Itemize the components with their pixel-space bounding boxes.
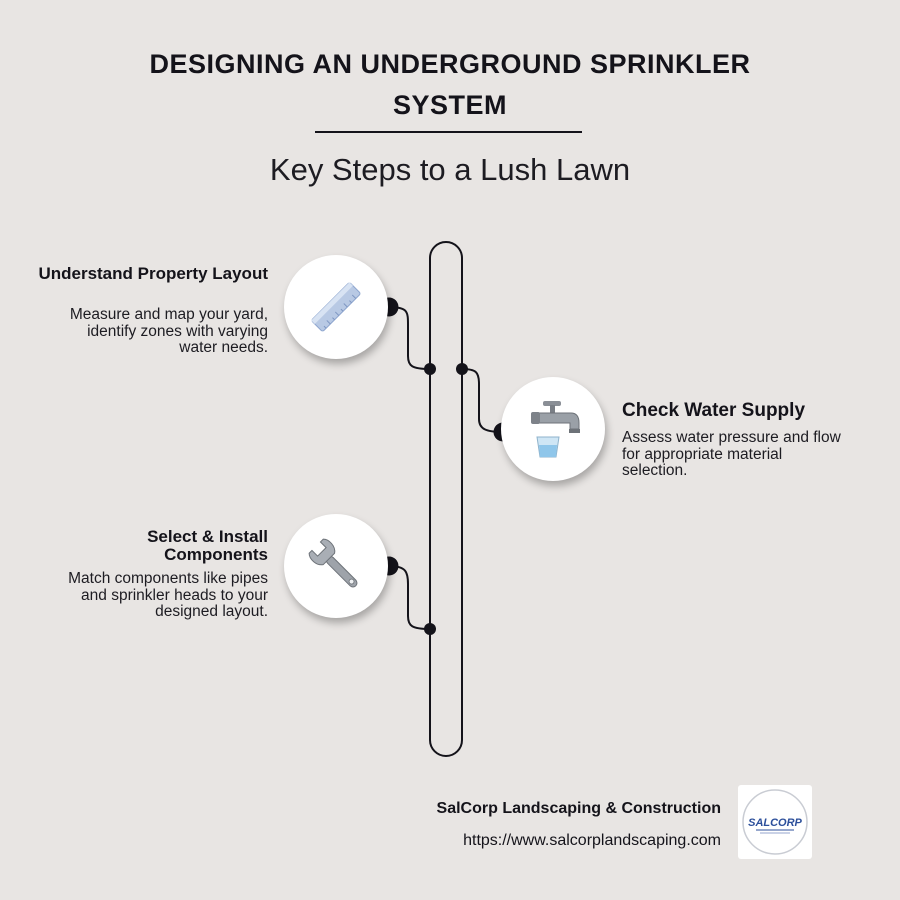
salcorp-logo-icon: SALCORP [742,789,808,855]
joint-dot-step-2 [456,363,468,375]
ruler-icon [311,282,361,332]
connector-step-3 [388,565,431,630]
joint-dot-step-3 [424,623,436,635]
company-name: SalCorp Landscaping & Construction [436,800,721,817]
page-title: DESIGNING AN UNDERGROUND SPRINKLER SYSTE… [149,49,751,120]
connector-step-2 [461,368,504,433]
step-1-title: Understand Property Layout [38,264,268,283]
company-logo: SALCORP [738,785,812,859]
wrench-icon [308,538,358,588]
faucet-icon [531,401,580,458]
title-underline [315,131,582,133]
step-2-icon-circle [501,377,605,481]
connector-step-1 [388,306,431,370]
vertical-pipe [429,241,463,757]
step-3-title: Select & Install Components [147,527,268,564]
step-1-icon-circle [284,255,388,359]
step-3-icon-circle [284,514,388,618]
logo-text: SALCORP [748,817,802,829]
joint-dot-step-1 [424,363,436,375]
step-1-description: Measure and map your yard, identify zone… [69,306,268,356]
step-2-title: Check Water Supply [622,400,806,421]
page-subtitle: Key Steps to a Lush Lawn [269,152,631,187]
company-url[interactable]: https://www.salcorplandscaping.com [463,832,721,849]
step-2-description: Assess water pressure and flow for appro… [622,429,841,479]
step-3-description: Match components like pipes and sprinkle… [68,570,268,620]
